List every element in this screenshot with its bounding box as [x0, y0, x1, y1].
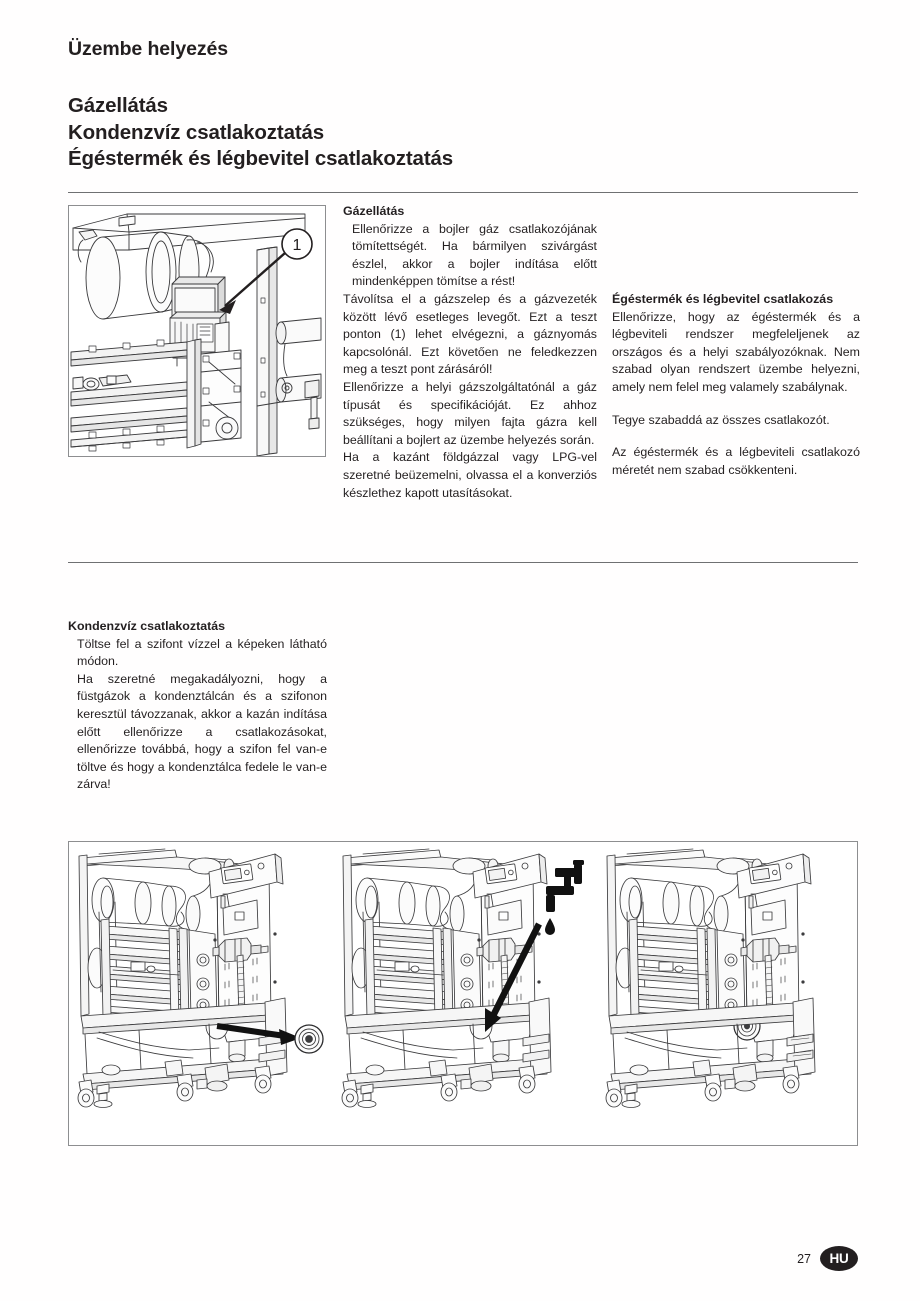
page-number: 27 [797, 1251, 811, 1266]
divider-top [68, 192, 858, 193]
page-title: Gázellátás Kondenzvíz csatlakoztatás Égé… [68, 94, 453, 170]
column-condensate: Kondenzvíz csatlakoztatás Töltse fel a s… [68, 618, 327, 794]
figure-panel-b [333, 842, 597, 1145]
flue-paragraph-1: Ellenőrizze, hogy az égéstermék és a lég… [612, 309, 860, 394]
gas-paragraph-4: Ha a kazánt földgázzal vagy LPG-vel szer… [343, 450, 597, 500]
boiler-illustration-b [341, 848, 584, 1108]
water-drop-icon [545, 918, 555, 935]
arrow-shaft [216, 1023, 286, 1039]
column-gas: Gázellátás Ellenőrizze a bojler gáz csat… [343, 203, 597, 502]
arrow-fill-siphon [485, 922, 542, 1032]
heading-flue: Égéstermék és légbevitel csatlakozás [612, 292, 834, 306]
flue-gap-2 [612, 429, 860, 444]
page-footer: 27 HU [797, 1246, 858, 1271]
heading-gas: Gázellátás [343, 204, 405, 218]
figure-panel-c [597, 842, 857, 1145]
chapter-title: Üzembe helyezés [68, 38, 228, 60]
arrow-to-cover [216, 1023, 301, 1045]
flue-paragraph-2: Tegye szabaddá az összes csatlakozót. [612, 412, 830, 427]
figure-condensate-siphon [68, 841, 858, 1146]
gas-paragraph-1: Ellenőrizze a bojler gáz csatlakozójának… [352, 221, 597, 289]
faucet-icon [546, 860, 584, 912]
heading-condensate: Kondenzvíz csatlakoztatás [68, 619, 225, 633]
language-badge: HU [820, 1246, 858, 1271]
condensate-paragraph-2: Ha szeretné megakadályozni, hogy a füstg… [77, 671, 327, 792]
callout-1-circle [281, 228, 313, 260]
arrow-head [279, 1029, 301, 1045]
boiler-illustration-a [77, 848, 324, 1108]
boiler-illustration-c [605, 848, 816, 1108]
callout-1-arrowhead [219, 300, 236, 314]
arrow-head [485, 1008, 501, 1032]
column-flue-spacer [612, 203, 860, 291]
callout-1-leader [224, 252, 286, 307]
divider-middle [68, 562, 858, 563]
siphon-cover [294, 1024, 324, 1054]
callout-1-group: 1 [219, 228, 313, 314]
callout-1-label: 1 [293, 237, 302, 254]
column-flue: Égéstermék és légbevitel csatlakozás Ell… [612, 203, 860, 479]
gas-paragraph-2: Távolítsa el a gázszelep és a gázvezeték… [343, 291, 597, 377]
arrow-shaft [490, 922, 542, 1018]
condensate-paragraph-1: Töltse fel a szifont vízzel a képeken lá… [77, 636, 327, 669]
figure-panel-a [69, 842, 333, 1145]
gas-paragraph-3: Ellenőrizze a helyi gázszolgáltatónál a … [343, 379, 597, 447]
gas-test-point-illustration: 1 [70, 213, 322, 456]
flue-gap-1 [612, 397, 860, 412]
flue-paragraph-3: Az égéstermék és a légbeviteli csatlakoz… [612, 445, 860, 477]
figure-gas-test-point: 1 [68, 205, 326, 457]
